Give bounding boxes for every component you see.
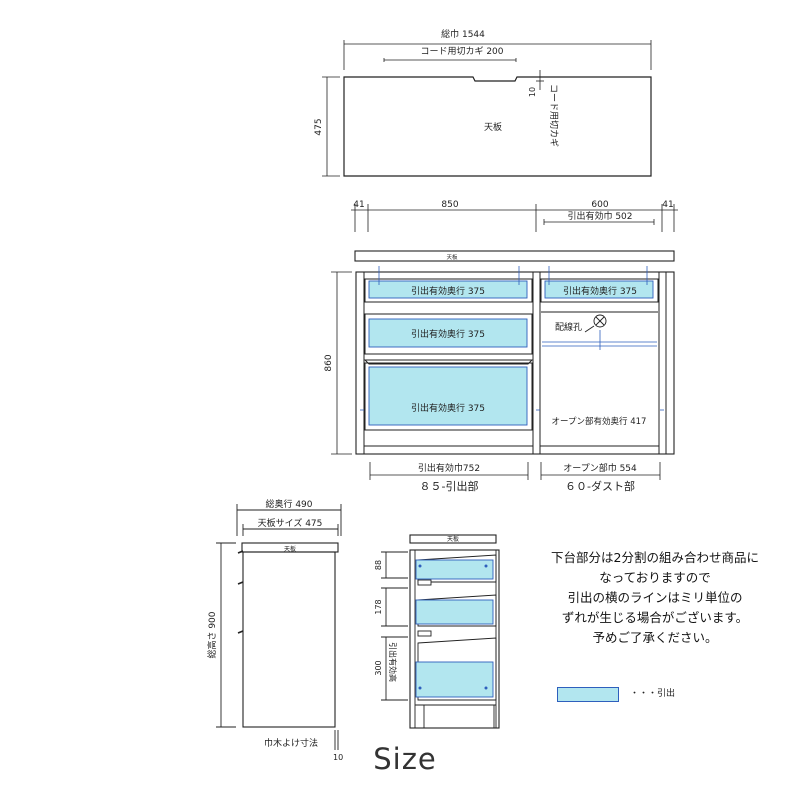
front-depth-markers <box>360 266 664 411</box>
section-dim-3: 300 <box>374 660 383 675</box>
effective-height-label: 引出有効高 <box>388 642 398 682</box>
top-view <box>322 40 652 177</box>
wiring-hole-label: 配線孔 <box>555 321 582 333</box>
drawer-legend-label: ・・・引出 <box>630 689 676 699</box>
note-line-3: 引出の横のラインはミリ単位の <box>567 590 743 605</box>
open-depth-label: オープン部有効奥行 417 <box>552 416 647 427</box>
right-section-name: ６０-ダスト部 <box>565 479 635 493</box>
drawer-depth-1-label: 引出有効奥行 375 <box>411 285 485 297</box>
depth-label: 475 <box>314 118 324 135</box>
left-section-name: ８５-引出部 <box>420 479 479 493</box>
top-board-label: 天板 <box>484 121 502 133</box>
drawer-4 <box>544 280 654 299</box>
left-drawer-width-label: 引出有効巾752 <box>418 462 480 474</box>
front-drawers <box>368 280 654 426</box>
top-size-label: 天板サイズ 475 <box>258 517 323 529</box>
total-depth-label: 総奥行 490 <box>265 498 312 510</box>
drawer-2 <box>368 318 528 348</box>
baseboard-note: 巾木よけ寸法 <box>264 737 318 749</box>
cord-notch-width-label: コード用切カギ 200 <box>420 46 503 57</box>
assembly-note: 下台部分は2分割の組み合わせ商品に なっておりますので 引出の横のラインはミリ単… <box>520 548 790 648</box>
side-view <box>216 504 342 750</box>
left-side-dim: 41 <box>353 200 364 210</box>
section-drawer-2 <box>415 599 494 625</box>
front-height-label: 860 <box>324 354 334 371</box>
note-line-1: 下台部分は2分割の組み合わせ商品に <box>551 550 759 565</box>
size-caption: Size <box>373 742 437 776</box>
section-dim-2: 178 <box>374 599 383 614</box>
section-drawer-3 <box>415 661 494 698</box>
section-dim-1: 88 <box>374 560 383 570</box>
note-line-4: ずれが生じる場合がございます。 <box>561 610 749 625</box>
note-line-2: なっておりますので <box>599 570 711 585</box>
total-height-label: 総高さ 900 <box>206 611 218 658</box>
drawer-depth-4-label: 引出有効奥行 375 <box>563 285 637 297</box>
front-view <box>351 204 678 455</box>
cord-notch-vertical-label: コード用切カギ <box>548 84 559 147</box>
section-top-board-label: 天板 <box>447 535 459 543</box>
front-top-board-label: 天板 <box>446 253 458 261</box>
right-side-dim: 41 <box>662 200 673 210</box>
drawer-depth-2-label: 引出有効奥行 375 <box>411 328 485 340</box>
note-line-5: 予めご了承ください。 <box>592 630 718 645</box>
overall-width-label: 総巾 1544 <box>441 28 485 40</box>
notch-depth-label: 10 <box>528 87 537 97</box>
section-drawers <box>415 559 494 698</box>
open-width-label: オープン部巾 554 <box>563 462 637 474</box>
section-drawer-1 <box>415 559 494 580</box>
baseboard-dim: 10 <box>333 753 343 762</box>
drawer-legend-swatch <box>557 687 619 702</box>
drawer-depth-3-label: 引出有効奥行 375 <box>411 402 485 414</box>
drawer-1 <box>368 280 528 299</box>
right-drawer-width-label: 引出有効巾 502 <box>567 210 632 222</box>
side-top-board-label: 天板 <box>284 545 296 553</box>
drawer-3 <box>368 366 528 426</box>
right-section-dim: 600 <box>591 200 608 210</box>
left-section-dim: 850 <box>441 200 458 210</box>
wiring-hole-icon <box>584 314 607 333</box>
